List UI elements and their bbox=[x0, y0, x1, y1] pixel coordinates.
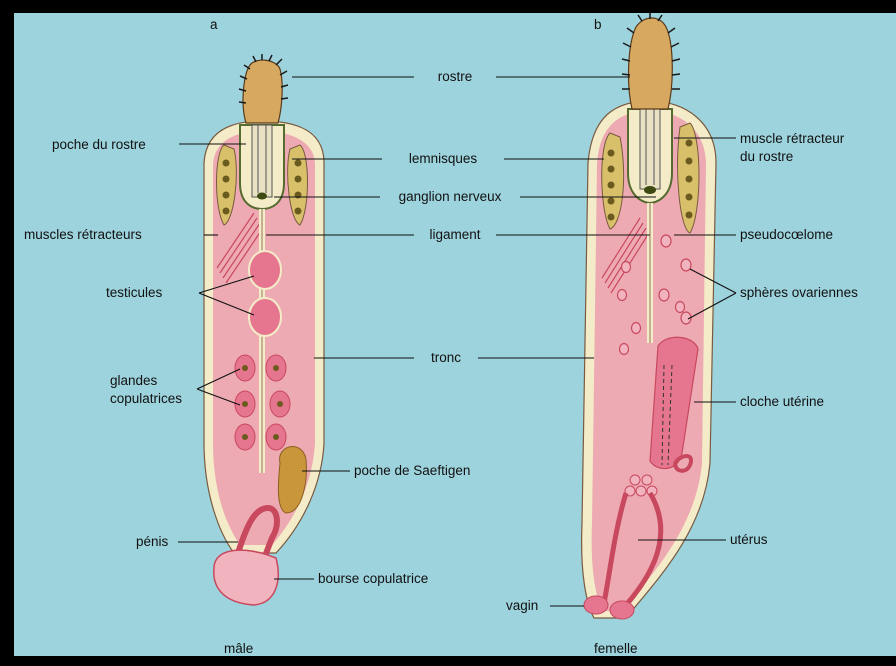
panel-letter-b: b bbox=[594, 17, 602, 32]
label-muscles-retracteurs: muscles rétracteurs bbox=[24, 227, 142, 242]
female-rostre bbox=[629, 18, 673, 109]
male-specimen bbox=[204, 54, 324, 605]
label-bourse-copulatrice: bourse copulatrice bbox=[318, 571, 428, 586]
male-rostre bbox=[243, 60, 282, 123]
label-rostre: rostre bbox=[438, 69, 473, 84]
caption-female: femelle bbox=[594, 641, 638, 656]
label-tronc: tronc bbox=[431, 350, 461, 365]
label-cloche-uterine: cloche utérine bbox=[740, 394, 824, 409]
female-specimen bbox=[582, 13, 716, 619]
label-ligament: ligament bbox=[429, 227, 480, 242]
label-pseudocoelome: pseudocœlome bbox=[740, 227, 833, 242]
label-lemnisques: lemnisques bbox=[409, 151, 478, 166]
label-uterus: utérus bbox=[730, 532, 768, 547]
label-ganglion-nerveux: ganglion nerveux bbox=[399, 189, 502, 204]
label-testicules: testicules bbox=[106, 285, 163, 300]
label-glandes-line1: glandes bbox=[110, 373, 158, 388]
caption-male: mâle bbox=[224, 641, 253, 656]
label-muscle-retracteur-line1: muscle rétracteur bbox=[740, 131, 845, 146]
panel-letter-a: a bbox=[210, 17, 218, 32]
male-testicule-1 bbox=[249, 251, 281, 289]
label-vagin: vagin bbox=[506, 598, 538, 613]
label-poche-saeftigen: poche de Saeftigen bbox=[354, 463, 470, 478]
diagram-canvas: a b rostre poche du rostre lemnisques mu… bbox=[14, 13, 896, 656]
label-penis: pénis bbox=[136, 534, 169, 549]
male-bourse-copulatrice bbox=[214, 550, 278, 605]
male-ganglion bbox=[257, 193, 267, 200]
label-glandes-line2: copulatrices bbox=[110, 391, 182, 406]
female-vagin-1 bbox=[584, 596, 608, 614]
label-poche-du-rostre: poche du rostre bbox=[52, 137, 146, 152]
label-spheres-ovariennes: sphères ovariennes bbox=[740, 285, 858, 300]
male-testicule-2 bbox=[249, 298, 281, 336]
female-ganglion bbox=[644, 186, 656, 194]
acanthocephalan-anatomy-diagram: a b rostre poche du rostre lemnisques mu… bbox=[14, 13, 896, 656]
label-muscle-retracteur-line2: du rostre bbox=[740, 149, 793, 164]
female-vagin-2 bbox=[610, 601, 634, 619]
